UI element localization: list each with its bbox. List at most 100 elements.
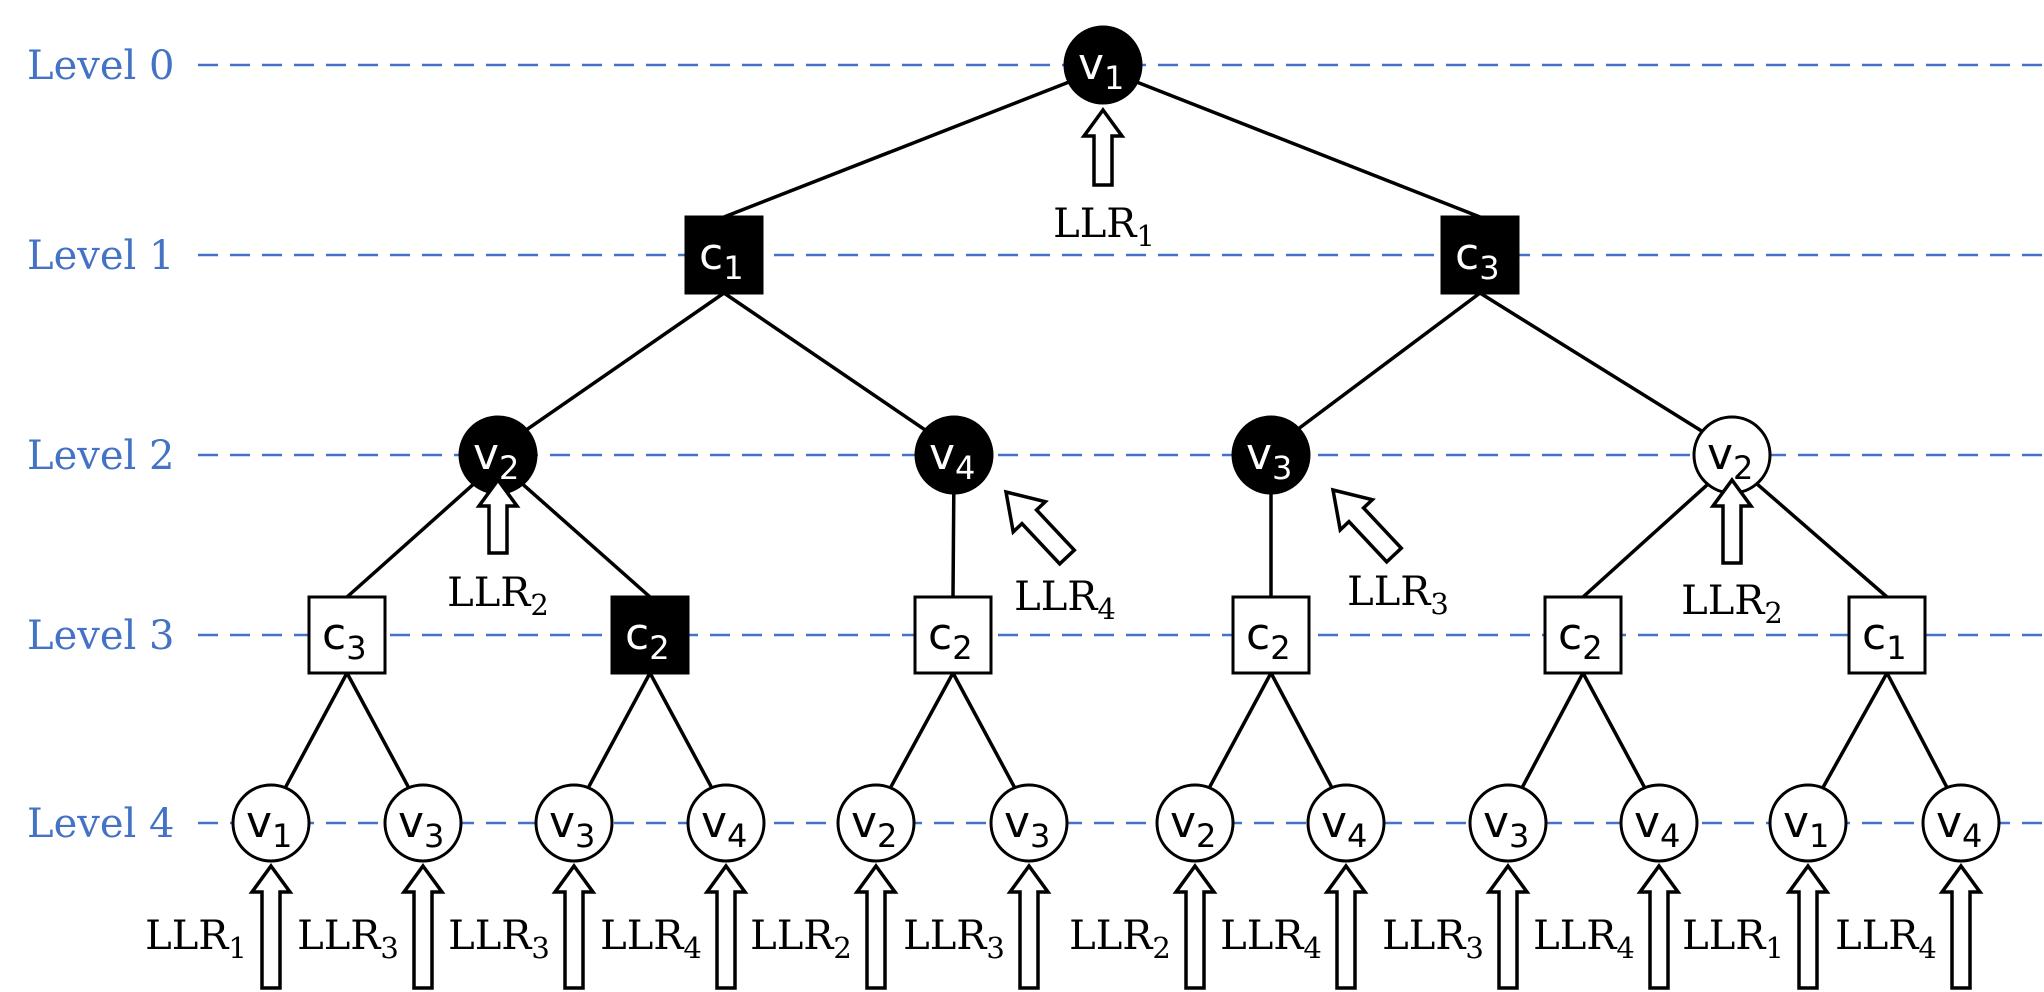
llr-input-n4c: LLR3 (448, 863, 597, 990)
variable-node-n4l: v4 (1921, 783, 2001, 863)
edge-n3d-n4h (1269, 672, 1334, 789)
variable-node-circle (231, 783, 311, 863)
llr-input-n4l: LLR4 (1835, 863, 1984, 990)
edge-n3c-n4e (888, 672, 955, 789)
llr-input-n4e: LLR2 (750, 863, 899, 990)
llr-arrow-up (1323, 863, 1369, 990)
llr-label: LLR2 (1069, 913, 1171, 965)
llr-label: LLR3 (1382, 913, 1484, 965)
variable-node-n4a: v1 (231, 783, 311, 863)
node-label: c3 (322, 609, 367, 667)
llr-label: LLR4 (1533, 913, 1635, 965)
variable-node-circle (1768, 783, 1848, 863)
variable-node-circle (1921, 783, 2001, 863)
llr-input-n4b: LLR3 (297, 863, 446, 990)
llr-input-n0: LLR1 (1053, 107, 1155, 253)
node-label: v4 (701, 797, 747, 855)
llr-input-n2c: LLR3 (1330, 487, 1449, 621)
variable-node-circle (1619, 783, 1699, 863)
node-label: c1 (699, 229, 744, 287)
edge-n3e-n4j (1581, 672, 1647, 789)
variable-node-n4b: v3 (383, 783, 463, 863)
level-4-label: Level 4 (27, 801, 174, 847)
llr-input-n4j: LLR4 (1533, 863, 1682, 990)
llr-arrow-up (248, 863, 294, 990)
variable-node-n2b: v4 (914, 415, 994, 495)
check-node-n3f: c1 (1847, 595, 1927, 675)
node-label: v1 (246, 797, 292, 855)
edge-n1a-n2b (723, 291, 927, 432)
check-node-n3a: c3 (307, 595, 387, 675)
node-label: v3 (1246, 429, 1292, 487)
variable-node-n0: v1 (1063, 25, 1143, 105)
variable-node-circle (1306, 783, 1386, 863)
edge-n1a-n2a (525, 291, 725, 432)
llr-arrow-up (1006, 863, 1052, 990)
tree-edges (283, 80, 1949, 789)
variable-node-circle (1155, 783, 1235, 863)
llr-arrow-diagonal (1003, 489, 1077, 567)
variable-node-circle (383, 783, 463, 863)
llr-arrow-up (551, 863, 597, 990)
node-label: v2 (851, 797, 897, 855)
check-node-n3d: c2 (1231, 595, 1311, 675)
edge-n1b-n2c (1297, 291, 1482, 431)
edge-n1b-n2d (1479, 291, 1704, 433)
variable-node-n4f: v3 (989, 783, 1069, 863)
node-label: v3 (398, 797, 444, 855)
edge-n2a-n3b (521, 482, 652, 599)
llr-arrow-up (1709, 477, 1755, 565)
variable-node-n4h: v4 (1306, 783, 1386, 863)
llr-arrow-up (475, 477, 521, 555)
llr-arrow-diagonal (1330, 487, 1404, 565)
variable-node-circle (1231, 415, 1311, 495)
llr-input-n4k: LLR1 (1682, 863, 1831, 990)
edge-n3f-n4l (1885, 672, 1949, 789)
node-label: c2 (928, 609, 973, 667)
node-label: v4 (1634, 797, 1680, 855)
llr-label: LLR1 (1053, 201, 1155, 253)
check-node-n3e: c2 (1543, 595, 1623, 675)
variable-node-n2a: v2 (458, 415, 538, 495)
edge-n3c-n4f (951, 672, 1017, 789)
llr-label: LLR1 (145, 913, 247, 965)
node-label: v2 (1170, 797, 1216, 855)
llr-arrow-up (1080, 107, 1126, 187)
level-1-label: Level 1 (27, 233, 174, 279)
edge-n0-n1b (1136, 80, 1481, 219)
node-label: v1 (1783, 797, 1829, 855)
node-label: c2 (625, 609, 670, 667)
llr-label: LLR1 (1682, 913, 1784, 965)
llr-arrow-up (1636, 863, 1682, 990)
llr-arrow-up (703, 863, 749, 990)
llr-input-n2a: LLR2 (447, 477, 549, 622)
level-2-label: Level 2 (27, 433, 174, 479)
variable-node-circle (836, 783, 916, 863)
llr-label: LLR2 (1681, 578, 1783, 630)
level-3-label: Level 3 (27, 613, 174, 659)
variable-node-n4c: v3 (534, 783, 614, 863)
edge-n2b-n3c (951, 492, 956, 598)
node-label: c1 (1862, 609, 1907, 667)
check-node-square (610, 595, 690, 675)
variable-node-n4k: v1 (1768, 783, 1848, 863)
node-label: v3 (549, 797, 595, 855)
llr-arrow-up (400, 863, 446, 990)
variable-node-n4j: v4 (1619, 783, 1699, 863)
llr-label: LLR4 (1220, 913, 1322, 965)
llr-label: LLR4 (1014, 574, 1116, 626)
llr-label: LLR4 (600, 913, 702, 965)
llr-label: LLR4 (1835, 913, 1937, 965)
edge-n3e-n4i (1520, 672, 1585, 789)
node-label: v4 (1936, 797, 1982, 855)
llr-input-n2d: LLR2 (1681, 477, 1783, 630)
llr-label: LLR2 (447, 570, 549, 622)
node-label: v3 (1483, 797, 1529, 855)
llr-arrow-up (1485, 863, 1531, 990)
llr-input-n4d: LLR4 (600, 863, 749, 990)
node-label: v4 (929, 429, 975, 487)
